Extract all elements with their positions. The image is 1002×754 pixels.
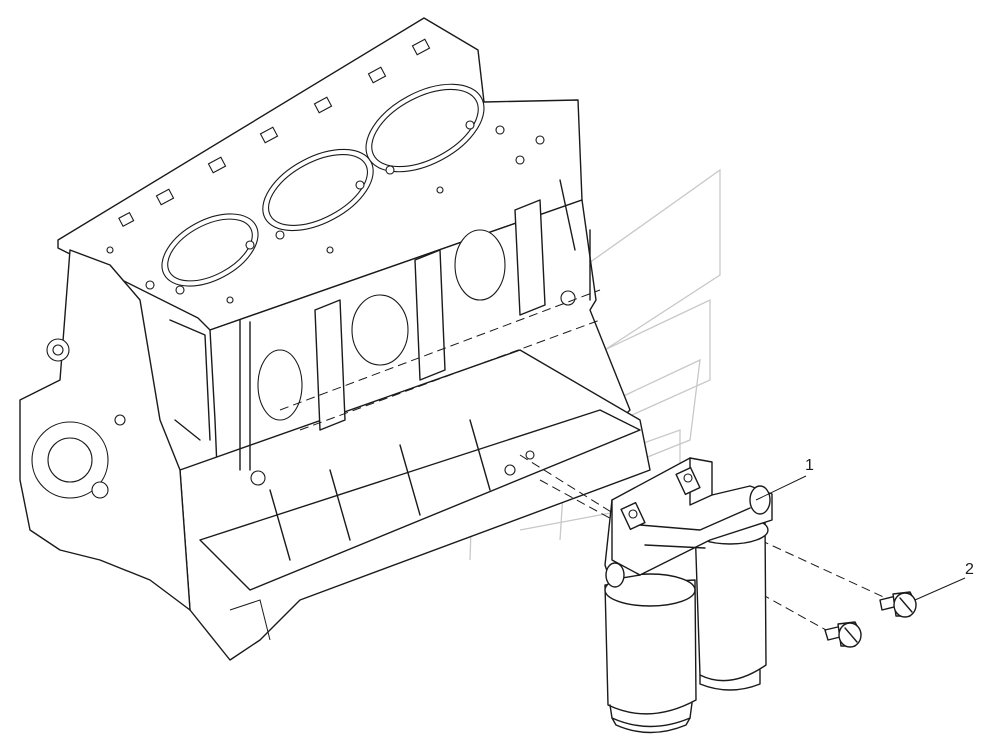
callout-2: 2 xyxy=(914,561,974,601)
filter-assembly xyxy=(604,457,773,734)
cylinder-bores xyxy=(161,83,485,287)
callout-2-leader xyxy=(914,577,966,601)
callout-1: 1 xyxy=(755,457,814,501)
callout-1-leader xyxy=(755,475,807,501)
filter-canister-front xyxy=(604,579,697,715)
bolt-upper xyxy=(879,591,917,618)
block-ribs xyxy=(169,179,591,561)
block-front xyxy=(19,249,191,611)
callout-2-number: 2 xyxy=(965,561,974,578)
bolt-lower xyxy=(824,621,862,648)
pan-rail xyxy=(199,409,641,591)
block-lower xyxy=(179,349,651,661)
filter-canister-rear xyxy=(694,519,767,682)
engine-block xyxy=(19,17,651,661)
callout-1-number: 1 xyxy=(805,457,814,474)
deck-bolt-holes xyxy=(106,38,545,304)
